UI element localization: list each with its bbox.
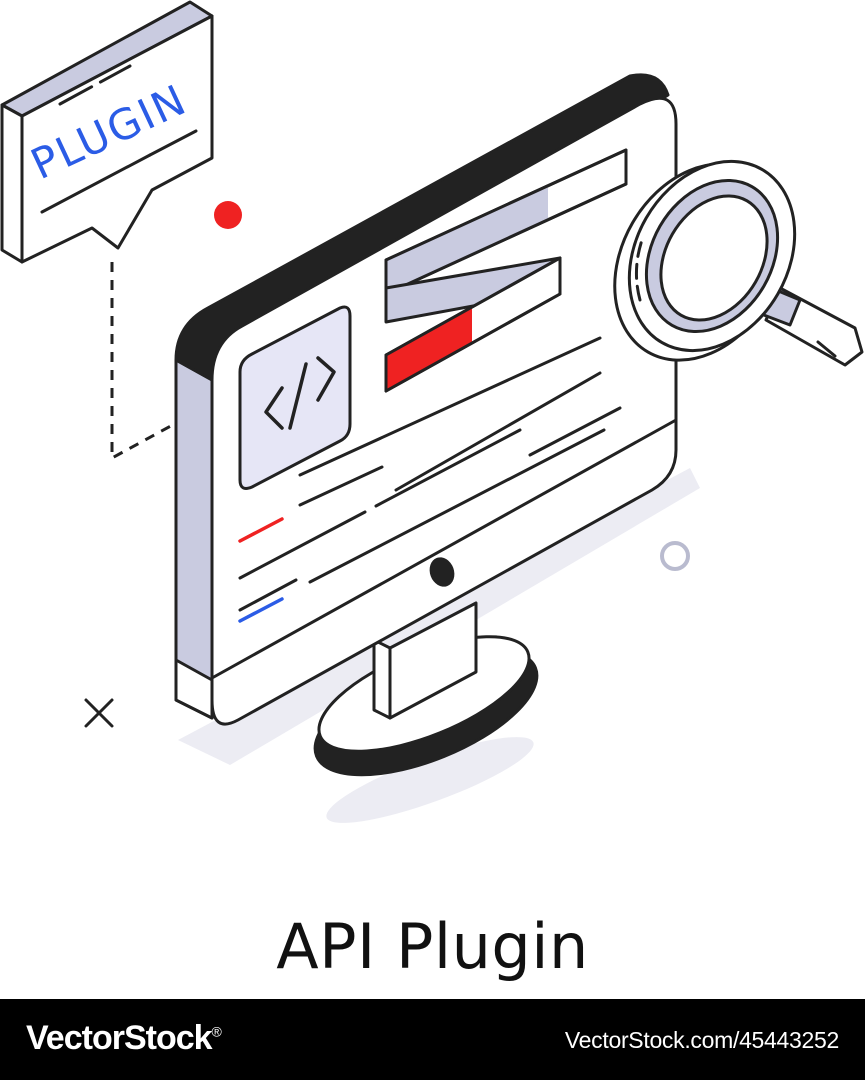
- circle-icon: [660, 541, 690, 571]
- caption-title: API Plugin: [276, 910, 589, 983]
- monitor-icon: [174, 73, 678, 726]
- progress-bar-top: [384, 148, 628, 296]
- dot-icon: [214, 201, 242, 229]
- speech-bubble-icon: PLUGIN: [0, 0, 214, 264]
- brand-logo: VectorStock®: [26, 1019, 222, 1058]
- api-plugin-illustration: PLUGIN: [0, 0, 864, 823]
- red-accent-line: [238, 517, 284, 543]
- blue-accent-line: [238, 597, 284, 623]
- progress-bar-red: [384, 256, 562, 393]
- monitor-stand: [313, 601, 539, 777]
- brand-name: VectorStock: [26, 1019, 213, 1057]
- code-icon: [238, 305, 352, 490]
- magnifier-icon: [613, 159, 864, 367]
- brand-mark: ®: [211, 1023, 222, 1040]
- image-id: VectorStock.com/45443252: [564, 1027, 839, 1053]
- dashed-connector: [110, 262, 179, 461]
- cross-icon: [84, 698, 114, 728]
- screen-text-lines: [238, 336, 622, 612]
- footer-bar: VectorStock® VectorStock.com/45443252: [0, 999, 865, 1080]
- floor-shadow: [178, 468, 700, 823]
